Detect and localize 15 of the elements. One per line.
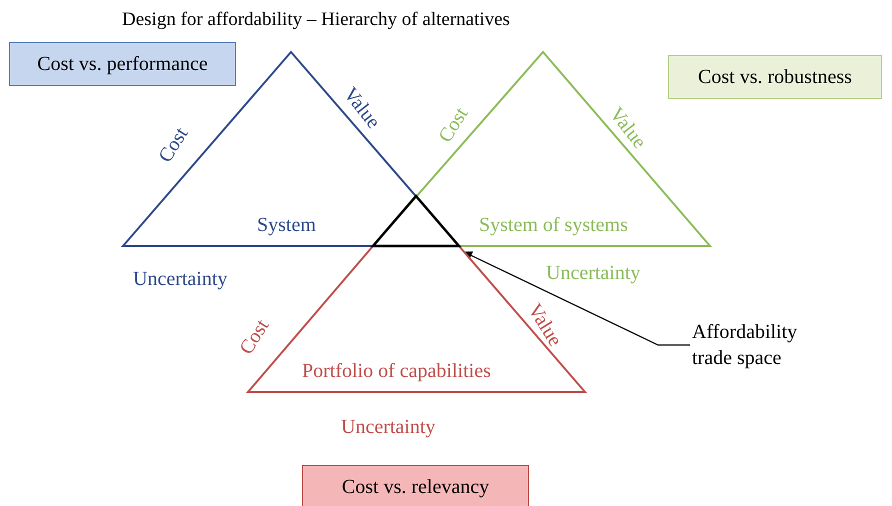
triangle-label: System: [257, 214, 316, 236]
category-label-box: Cost vs. relevancy: [302, 465, 529, 506]
bottom-label: Uncertainty: [133, 268, 228, 290]
category-label-box: Cost vs. performance: [9, 42, 236, 86]
side-label: Cost: [235, 316, 274, 358]
leader-arrow: [463, 251, 690, 346]
category-label-box: Cost vs. robustness: [668, 55, 882, 99]
side-label: Cost: [434, 104, 472, 146]
triangle-label: Portfolio of capabilities: [302, 360, 491, 382]
side-label: Cost: [154, 124, 192, 166]
bottom-label: Uncertainty: [546, 262, 640, 284]
callout-text: Affordability trade space: [692, 319, 832, 371]
triangle-label: System of systems: [479, 214, 628, 236]
diagram-title: Design for affordability – Hierarchy of alternatives: [122, 9, 510, 31]
bottom-label: Uncertainty: [341, 416, 436, 438]
